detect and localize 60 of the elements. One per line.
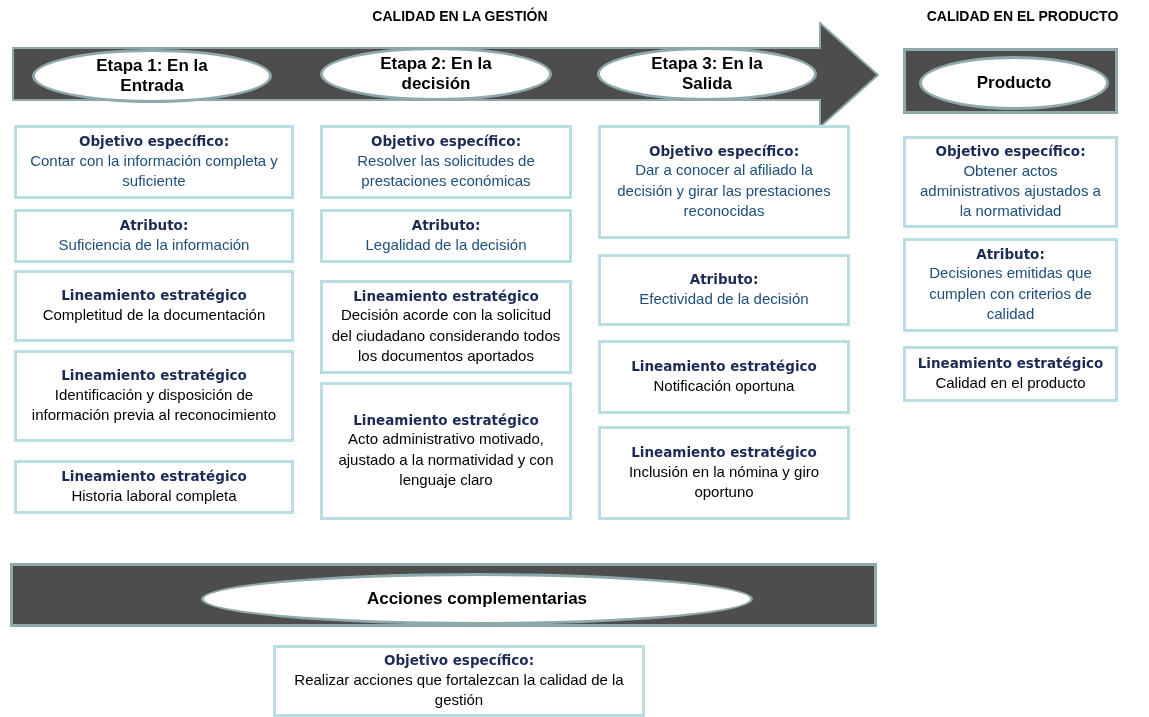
info-card [320,125,572,199]
card-text: Dar a conocer al afiliado la decisión y girar las prestaciones reconocidas [616,160,832,221]
info-card [14,460,294,514]
card-heading: Lineamiento estratégico [61,366,247,385]
card-text: Suficiencia de la información [58,234,250,255]
card-text: Historia laboral completa [71,485,237,506]
stage-title: Etapa 1: En la Entrada [95,55,209,97]
card-text: Efectividad de la decisión [639,288,809,309]
card-text: Completitud de la documentación [42,304,266,325]
card-heading: Lineamiento estratégico [61,468,247,486]
info-card [14,209,294,263]
card-text: Decisiones emitidas que cumplen con criterios de calidad [928,263,1093,324]
card-heading: Atributo: [976,245,1045,264]
card-text: Calidad en el producto [935,372,1086,393]
info-card [320,280,572,374]
stage-title: Producto [975,72,1053,94]
card-heading: Objetivo específico: [370,132,522,151]
info-card [903,238,1118,332]
card-text: Identificación y disposición de información previa al reconocimiento [30,384,278,425]
info-card [320,382,572,520]
info-card [598,340,850,414]
card-text: Inclusión en la nómina y giro oportuno [627,461,821,502]
stage-title: Acciones complementarias [365,588,589,610]
info-card [903,136,1118,229]
card-text: Notificación oportuna [653,375,795,396]
info-card [320,209,572,263]
card-heading: Lineamiento estratégico [917,355,1104,373]
band-background [903,48,1118,114]
card-heading: Lineamiento estratégico [353,411,539,430]
info-card [903,346,1118,402]
card-heading: Objetivo específico: [648,142,800,161]
info-card [598,254,850,326]
card-heading: Atributo: [119,217,189,235]
band-background [10,563,877,627]
info-card [598,125,850,239]
stage-title: Etapa 2: En la decisión [379,53,493,95]
card-heading: Objetivo específico: [78,132,230,151]
card-text: Obtener actos administrativos ajustados a la normatividad [919,160,1102,222]
card-heading: Lineamiento estratégico [353,287,539,306]
card-text: Decisión acorde con la solicitud del ciudadano considerando todos los documentos aportados [331,305,561,366]
stage-title: Etapa 3: En la Salida [650,53,764,95]
card-heading: Lineamiento estratégico [631,443,817,462]
card-text: Realizar acciones que fortalezcan la calidad de la gestión [293,669,625,710]
info-card [14,350,294,442]
card-heading: Atributo: [689,271,759,289]
card-text: Legalidad de la decisión [365,234,527,255]
info-card [14,125,294,199]
card-heading: Atributo: [411,217,481,235]
section-heading: CALIDAD EN EL PRODUCTO [925,7,1120,26]
card-heading: Objetivo específico: [935,143,1086,161]
card-heading: Lineamiento estratégico [631,358,817,376]
card-heading: Lineamiento estratégico [61,287,247,305]
card-heading: Objetivo específico: [383,652,535,670]
card-text: Contar con la información completa y suficiente [29,150,279,191]
card-text: Resolver las solicitudes de prestaciones económicas [356,150,536,191]
card-text: Acto administrativo motivado, ajustado a la normatividad y con lenguaje claro [337,429,555,490]
info-card [598,426,850,520]
info-card [273,645,645,717]
section-heading: CALIDAD EN LA GESTIÓN [371,6,549,26]
info-card [14,270,294,342]
